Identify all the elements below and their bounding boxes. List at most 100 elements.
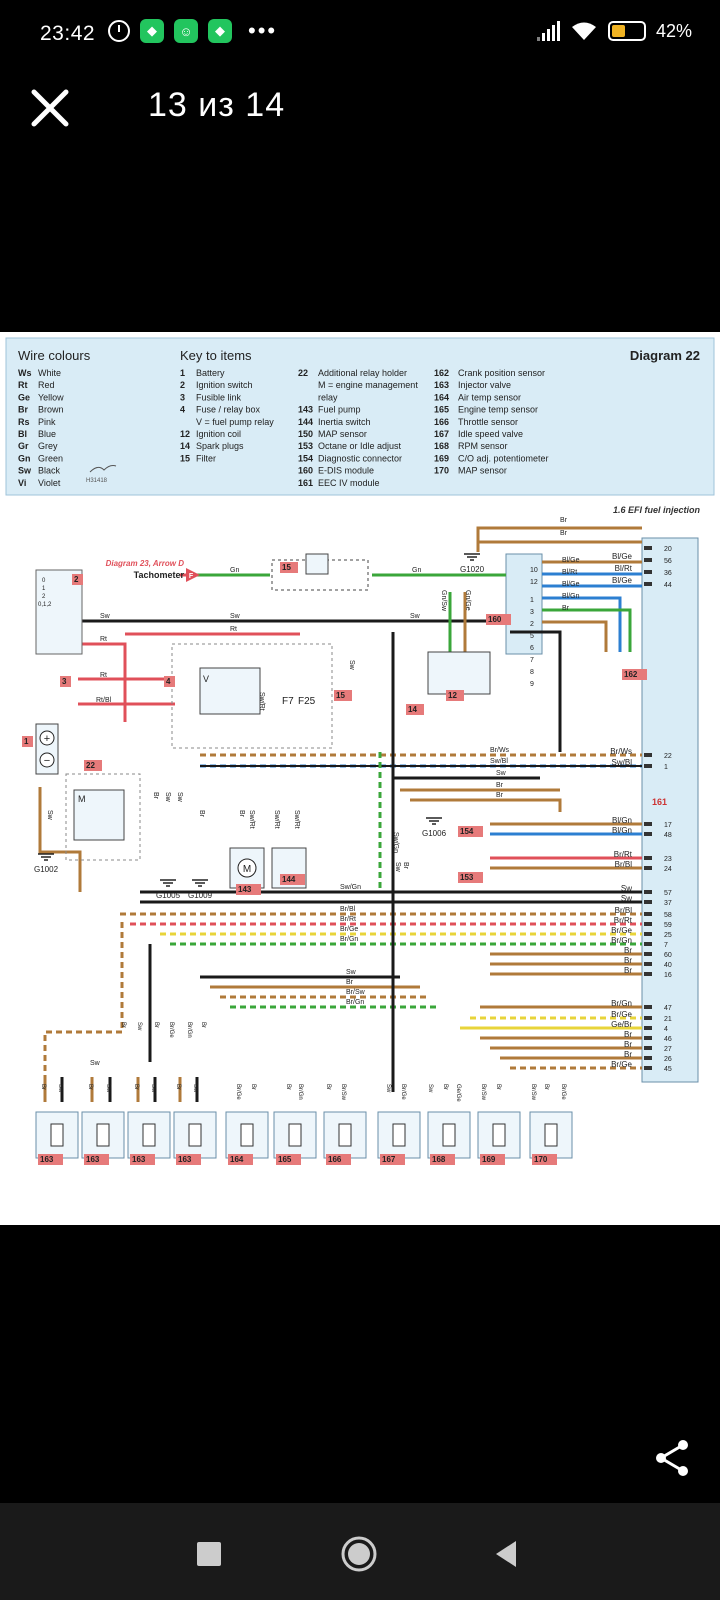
key-item-number: 14 (180, 441, 190, 451)
item-badge (280, 562, 298, 573)
component-number: 165 (278, 1155, 292, 1164)
eec-pin-number: 26 (664, 1056, 672, 1063)
wire-label: Sw (410, 613, 421, 620)
eec-wire-label: Br/Ge (611, 1010, 632, 1019)
key-item-number: 154 (298, 453, 313, 463)
edis-wire-label: Bl/Ge (562, 581, 580, 588)
eec-pin-number: 27 (664, 1046, 672, 1053)
edis-pin-number: 10 (530, 567, 538, 574)
wire-label: Br/Ws (490, 747, 510, 754)
eec-wire-label: Br/Bl (615, 860, 633, 869)
bottom-wire-label: Br (285, 1084, 291, 1090)
key-item-number: 2 (180, 380, 185, 390)
item-badge (280, 874, 305, 885)
wire-bundle (38, 526, 642, 1102)
key-item-text: Idle speed valve (458, 429, 523, 439)
pin-marker (644, 832, 652, 836)
wire-colour-code: Rt (18, 380, 28, 390)
wire-colour-name: White (38, 368, 61, 378)
legend-panel (5, 337, 715, 496)
key-item-text: MAP sensor (458, 466, 507, 476)
stamp-code: H31418 (86, 478, 108, 484)
eec-pin-number: 48 (664, 832, 672, 839)
wire-label-vertical: Sw (136, 1022, 142, 1031)
pin-marker (644, 764, 652, 768)
diagram-title: Diagram 22 (630, 348, 700, 363)
eec-pin-number: 23 (664, 856, 672, 863)
key-item-text: Crank position sensor (458, 368, 545, 378)
wire-label-vertical: Br (120, 1022, 126, 1028)
eec-wire-label: Br/Gn (611, 936, 632, 945)
ref-link: Diagram 23, Arrow D (106, 559, 185, 568)
item-badge (334, 690, 352, 701)
ign-pos-1: 1 (42, 586, 46, 592)
eec-wire-label: Bl/Ge (612, 552, 633, 561)
home-icon[interactable] (340, 1535, 378, 1573)
item-badge-label: 154 (460, 827, 474, 836)
key-item-number: 160 (298, 466, 313, 476)
recent-apps-icon[interactable] (196, 1541, 222, 1567)
eec-wire-label: Br/Ws (610, 747, 632, 756)
bottom-wire-label: Br (325, 1084, 331, 1090)
eec-wire-label: Br (624, 1050, 632, 1059)
edis-pin-number: 9 (530, 681, 534, 688)
key-item-number: 170 (434, 466, 449, 476)
eec-pin-number: 20 (664, 546, 672, 553)
edis-pin-number: 6 (530, 645, 534, 652)
eec-module-161 (641, 537, 699, 1083)
item-badge (458, 826, 483, 837)
component-badge (276, 1154, 301, 1165)
pin-marker (644, 570, 652, 574)
relay-m-label: M (78, 794, 86, 804)
eec-pin-number: 16 (664, 972, 672, 979)
wire-colour-name: Green (38, 453, 63, 463)
share-icon[interactable] (650, 1436, 694, 1480)
item-badge (446, 690, 464, 701)
pin-marker (644, 1056, 652, 1060)
component-symbol (96, 1123, 110, 1147)
wire-colour-name: Grey (38, 441, 58, 451)
wire-label: Sw/Bl (490, 758, 508, 765)
pin-marker (644, 1036, 652, 1040)
pin-marker (644, 942, 652, 946)
key-item-number: 167 (434, 429, 449, 439)
engine-management-relay (73, 789, 125, 841)
component-number: 167 (382, 1155, 396, 1164)
key-item-text: Ignition switch (196, 380, 253, 390)
wire-label-vertical: Br (238, 810, 245, 818)
navigation-bar (0, 1503, 720, 1600)
fuse-f7-label: F7 (282, 696, 294, 707)
bottom-wire-label: Sw (57, 1084, 63, 1093)
wire-label: Br/Gn (340, 936, 358, 943)
back-icon[interactable] (492, 1539, 520, 1569)
component-badge (380, 1154, 405, 1165)
key-item-number: 15 (180, 453, 190, 463)
wire-colour-code: Gr (18, 441, 29, 451)
eec-pin-number: 45 (664, 1066, 672, 1073)
close-icon[interactable] (26, 84, 74, 132)
key-heading: Key to items (180, 348, 252, 363)
notification-icons: ◆ ☺ ◆ ••• (108, 18, 277, 44)
eec-wire-label: Br (624, 1040, 632, 1049)
wire-label-vertical: Sw/Rt (293, 810, 300, 829)
bottom-wire-label: Br/Sw (530, 1084, 536, 1101)
pin-marker (644, 952, 652, 956)
stamp-signature (89, 465, 117, 473)
key-item-text: relay (318, 392, 338, 402)
viewer-top-bar: 13 из 14 (0, 70, 720, 160)
pin-marker (644, 856, 652, 860)
edis-wire-label: Bl/Rt (562, 569, 577, 576)
key-item-text: MAP sensor (318, 429, 367, 439)
eec-pin-number: 57 (664, 890, 672, 897)
ground-label: G1005 (156, 891, 181, 900)
eec-pin-number: 56 (664, 558, 672, 565)
pin-marker (644, 1016, 652, 1020)
item-badge (72, 574, 83, 585)
signal-icon (536, 21, 560, 41)
wire-label-vertical: Br/Ge (168, 1022, 174, 1038)
fuel-pump-relay (199, 667, 261, 715)
item-badge-label: 162 (624, 670, 638, 679)
key-item-text: Octane or Idle adjust (318, 441, 402, 451)
key-item-text: Fuel pump (318, 405, 361, 415)
